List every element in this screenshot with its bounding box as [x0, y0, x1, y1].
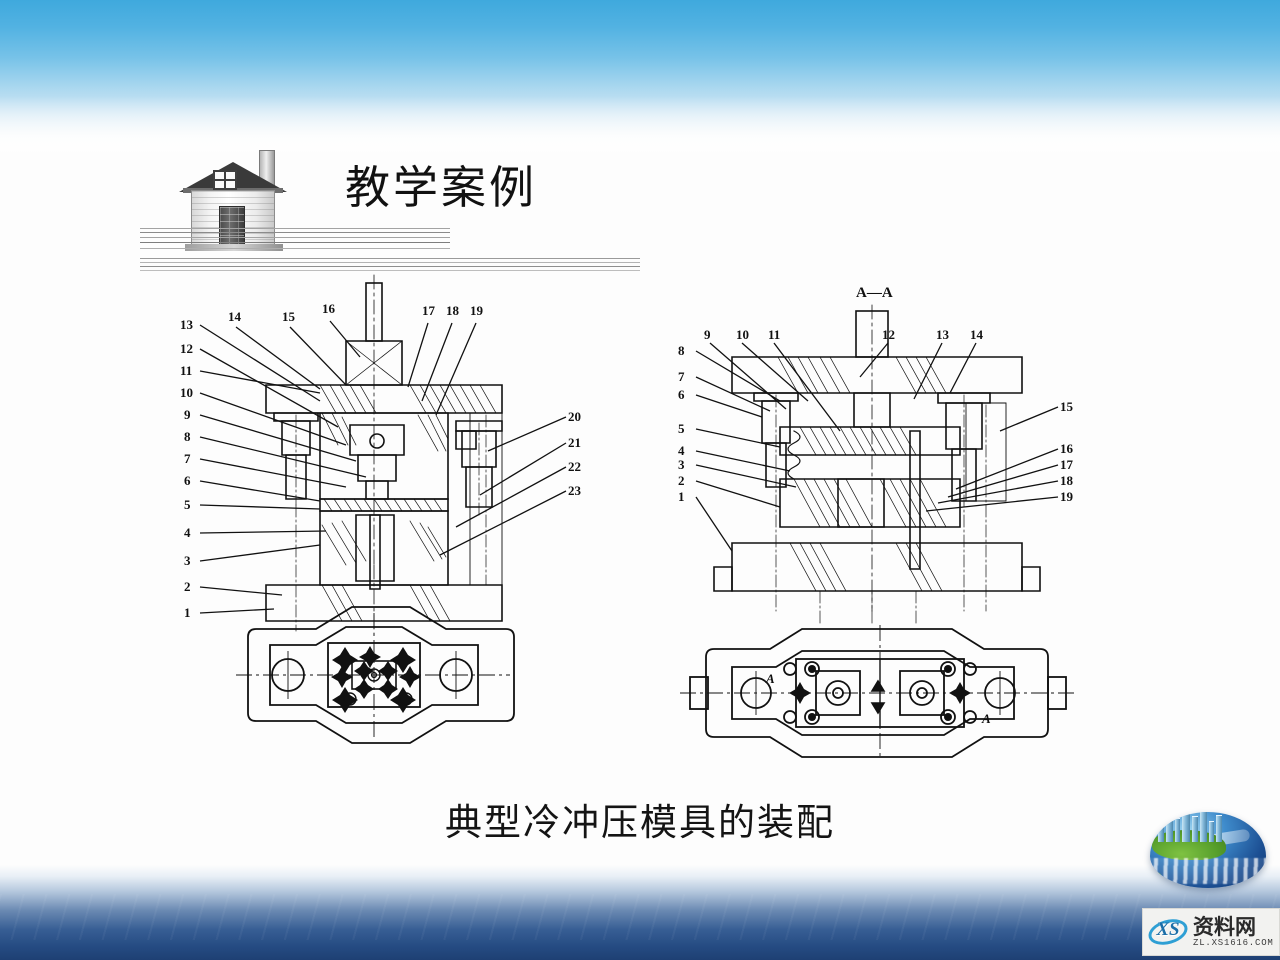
figure-right-drawing: A—A [678, 285, 1074, 759]
figure-right-label: 19 [1060, 489, 1074, 504]
figure-right-label: 5 [678, 421, 685, 436]
figure-right-label: 2 [678, 473, 685, 488]
figure-right-label: 18 [1060, 473, 1074, 488]
figure-left-label: 10 [180, 385, 193, 400]
watermark-site-name: 资料网 [1193, 914, 1256, 939]
ocean-gradient-band [0, 865, 1280, 960]
figure-right-label: 10 [736, 327, 749, 342]
figure-left-label: 8 [184, 429, 191, 444]
window-icon [213, 170, 237, 190]
figure-right: A—A [670, 281, 1090, 781]
figure-right-label: 4 [678, 443, 685, 458]
figure-left-drawing: 13 12 11 10 9 8 7 6 5 4 3 2 1 [180, 274, 582, 744]
watermark-url: ZL.XS1616.COM [1193, 938, 1274, 949]
watermark-text-block: 资料网 ZL.XS1616.COM [1191, 916, 1279, 948]
section-view-label: A—A [856, 285, 893, 301]
figure-right-label: 17 [1060, 457, 1074, 472]
figure-right-label: 9 [704, 327, 711, 342]
figures-area: 13 12 11 10 9 8 7 6 5 4 3 2 1 [170, 265, 1110, 775]
figure-left-label: 16 [322, 301, 336, 316]
section-mark: A [765, 671, 775, 686]
figure-right-label: 15 [1060, 399, 1074, 414]
figure-right-label: 11 [768, 327, 780, 342]
figure-left-label: 13 [180, 317, 194, 332]
figure-right-label: 1 [678, 489, 685, 504]
house-base [185, 244, 283, 251]
ocean-shimmer [0, 894, 1280, 940]
figure-left-label: 5 [184, 497, 191, 512]
figure-left-label: 3 [184, 553, 191, 568]
figure-left-label: 19 [470, 303, 484, 318]
figure-right-label: 13 [936, 327, 950, 342]
figure-left-label: 23 [568, 483, 582, 498]
figure-right-label: 12 [882, 327, 895, 342]
ground-lines [140, 228, 450, 254]
sky-sheen [0, 96, 1280, 156]
figure-right-label: 8 [678, 343, 685, 358]
figure-left-label: 22 [568, 459, 581, 474]
figure-left-label: 4 [184, 525, 191, 540]
globe-ball [1150, 812, 1266, 888]
figure-left-label: 14 [228, 309, 242, 324]
figure-left-label: 18 [446, 303, 460, 318]
header-divider [140, 258, 640, 272]
figure-right-label: 3 [678, 457, 685, 472]
watermark: XS 资料网 ZL.XS1616.COM [1142, 908, 1280, 956]
figure-left-label: 7 [184, 451, 191, 466]
figure-left-label: 9 [184, 407, 191, 422]
figure-left: 13 12 11 10 9 8 7 6 5 4 3 2 1 [170, 265, 590, 765]
figure-left-label: 12 [180, 341, 193, 356]
figure-left-label: 1 [184, 605, 191, 620]
city-skyline-icon [1156, 812, 1222, 848]
figure-right-label: 7 [678, 369, 685, 384]
section-mark: A [981, 711, 991, 726]
figure-left-label: 21 [568, 435, 581, 450]
globe-city-logo [1146, 786, 1270, 894]
figure-left-label: 20 [568, 409, 581, 424]
figure-right-label: 16 [1060, 441, 1074, 456]
watermark-logo-text: XS [1156, 919, 1180, 940]
figure-right-plan-view [680, 625, 1074, 759]
figure-left-label: 11 [180, 363, 192, 378]
slide-header: 教学案例 [140, 140, 660, 272]
page-title: 教学案例 [345, 163, 538, 213]
figure-left-label: 2 [184, 579, 191, 594]
globe-foam [1150, 858, 1266, 884]
figure-right-label: 14 [970, 327, 984, 342]
watermark-logo-icon: XS [1145, 912, 1191, 952]
figure-left-label: 6 [184, 473, 191, 488]
figure-right-label: 6 [678, 387, 685, 402]
door-panes [220, 207, 244, 246]
figure-caption: 典型冷冲压模具的装配 [445, 803, 835, 844]
figure-left-label: 15 [282, 309, 296, 324]
figure-left-plan-fasteners [331, 646, 421, 713]
figure-left-label: 17 [422, 303, 436, 318]
house-icon [175, 148, 305, 258]
door-icon [219, 206, 245, 247]
